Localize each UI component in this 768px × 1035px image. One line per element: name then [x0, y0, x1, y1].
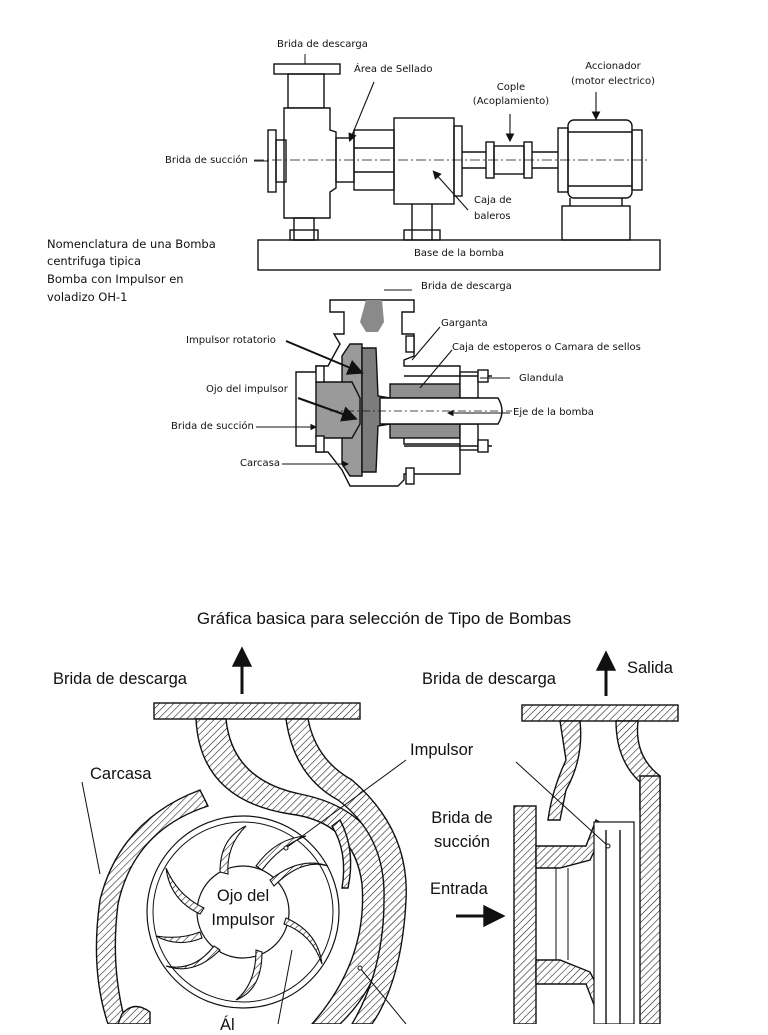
label-outlet: Salida	[627, 659, 673, 677]
label-seal-area: Área de Sellado	[354, 64, 433, 75]
label-stuffing-box: Caja de estoperos o Camara de sellos	[452, 342, 641, 353]
label-bearing-housing-2: baleros	[474, 211, 511, 222]
label-throat: Garganta	[441, 318, 488, 329]
label-suction-2: succión	[434, 833, 490, 851]
pump-elevation-drawing	[254, 54, 661, 271]
side-impeller	[593, 821, 635, 1024]
volute-front-drawing	[81, 646, 407, 1024]
caption-line-2: centrifuga tipica	[47, 254, 142, 268]
label-section-suction: Brida de succión	[171, 421, 254, 432]
label-impeller-eye: Ojo del impulsor	[206, 384, 288, 395]
label-pump-base: Base de la bomba	[414, 248, 504, 259]
caption-line-4: voladizo OH-1	[47, 290, 128, 304]
label-bearing-housing-1: Caja de	[474, 195, 512, 206]
label-pump-shaft: Eje de la bomba	[513, 407, 594, 418]
pump-base	[257, 239, 661, 271]
label-driver-1: Accionador	[585, 61, 641, 72]
volute-back-wall	[639, 775, 661, 1024]
label-section-casing: Carcasa	[240, 458, 280, 469]
label-coupling-1: Cople	[496, 82, 526, 93]
label-vane-partial: Ál	[220, 1016, 235, 1034]
label-right-discharge: Brida de descarga	[422, 670, 556, 688]
label-eye-2: Impulsor	[211, 911, 275, 929]
discharge-flange	[273, 63, 341, 75]
caption-line-1: Nomenclatura de una Bomba	[47, 237, 216, 251]
label-inlet: Entrada	[430, 880, 488, 898]
volute-side-drawing	[456, 650, 679, 1024]
label-rotating-impeller: Impulsor rotatorio	[186, 335, 276, 346]
label-eye-1: Ojo del	[216, 887, 270, 905]
label-coupling-2: (Acoplamiento)	[472, 96, 550, 107]
side-suction-flange	[513, 805, 537, 1024]
caption-line-3: Bomba con Impulsor en	[47, 272, 184, 286]
label-left-discharge: Brida de descarga	[53, 670, 187, 688]
label-section-discharge: Brida de descarga	[421, 281, 512, 292]
label-gland: Glandula	[519, 373, 564, 384]
impeller-front	[146, 815, 340, 1009]
label-impeller: Impulsor	[410, 741, 474, 759]
bottom-title: Gráfica basica para selección de Tipo de…	[196, 609, 572, 628]
label-casing: Carcasa	[90, 765, 152, 783]
label-driver-2: (motor electrico)	[571, 76, 655, 87]
volute-casing	[95, 789, 209, 1024]
label-suction-1: Brida de	[431, 809, 493, 827]
suction-flange	[267, 129, 277, 193]
pump-casing	[283, 107, 337, 219]
label-discharge-flange: Brida de descarga	[277, 39, 368, 50]
label-suction-flange: Brida de succión	[165, 155, 248, 166]
pump-cross-section-drawing	[256, 289, 512, 487]
volute-discharge-flange	[153, 702, 361, 720]
bearing-housing	[393, 117, 455, 205]
stuffing-box	[389, 383, 461, 399]
